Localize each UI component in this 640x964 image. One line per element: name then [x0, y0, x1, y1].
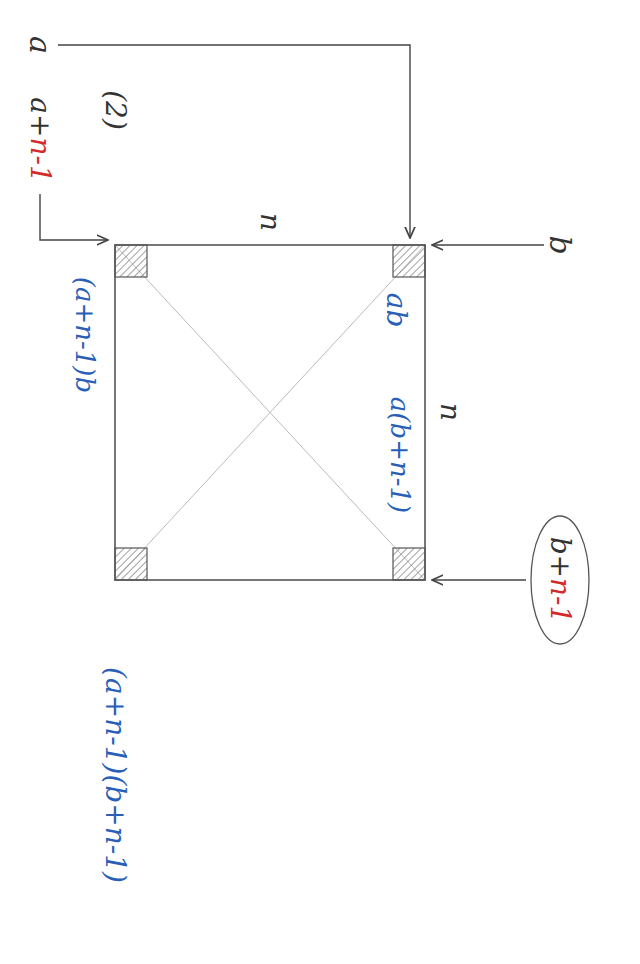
label-part-red: n-1	[24, 137, 57, 182]
label-part-red: n-1	[544, 578, 577, 623]
diagonal-line	[115, 245, 425, 580]
leader-arrow	[432, 244, 544, 245]
corner-cell	[393, 548, 425, 580]
diagonal-line	[115, 245, 425, 580]
leader-arrow	[58, 45, 410, 238]
label-part: b+	[544, 537, 577, 578]
circle-mark	[531, 516, 589, 644]
corner-value: (a+n-1)(b+n-1)	[101, 667, 129, 883]
side-length: n	[256, 213, 284, 231]
corner-cell	[115, 548, 147, 580]
part-number: (2)	[101, 90, 129, 130]
corner-cell	[115, 245, 147, 277]
leader-arrow	[40, 194, 108, 240]
corner-value: (a+n-1)b	[72, 277, 98, 393]
label-part: a+	[24, 97, 57, 137]
corner-value: ab	[382, 293, 410, 328]
side-length: n	[436, 403, 464, 421]
column-label: b	[545, 235, 575, 254]
corner-cell	[393, 245, 425, 277]
square-outline	[115, 245, 425, 580]
row-label: a+n-1	[26, 97, 54, 182]
column-label: b+n-1	[546, 537, 574, 624]
leader-arrow	[432, 579, 526, 580]
corner-value: a(b+n-1)	[387, 397, 413, 513]
row-label: a	[25, 36, 55, 54]
